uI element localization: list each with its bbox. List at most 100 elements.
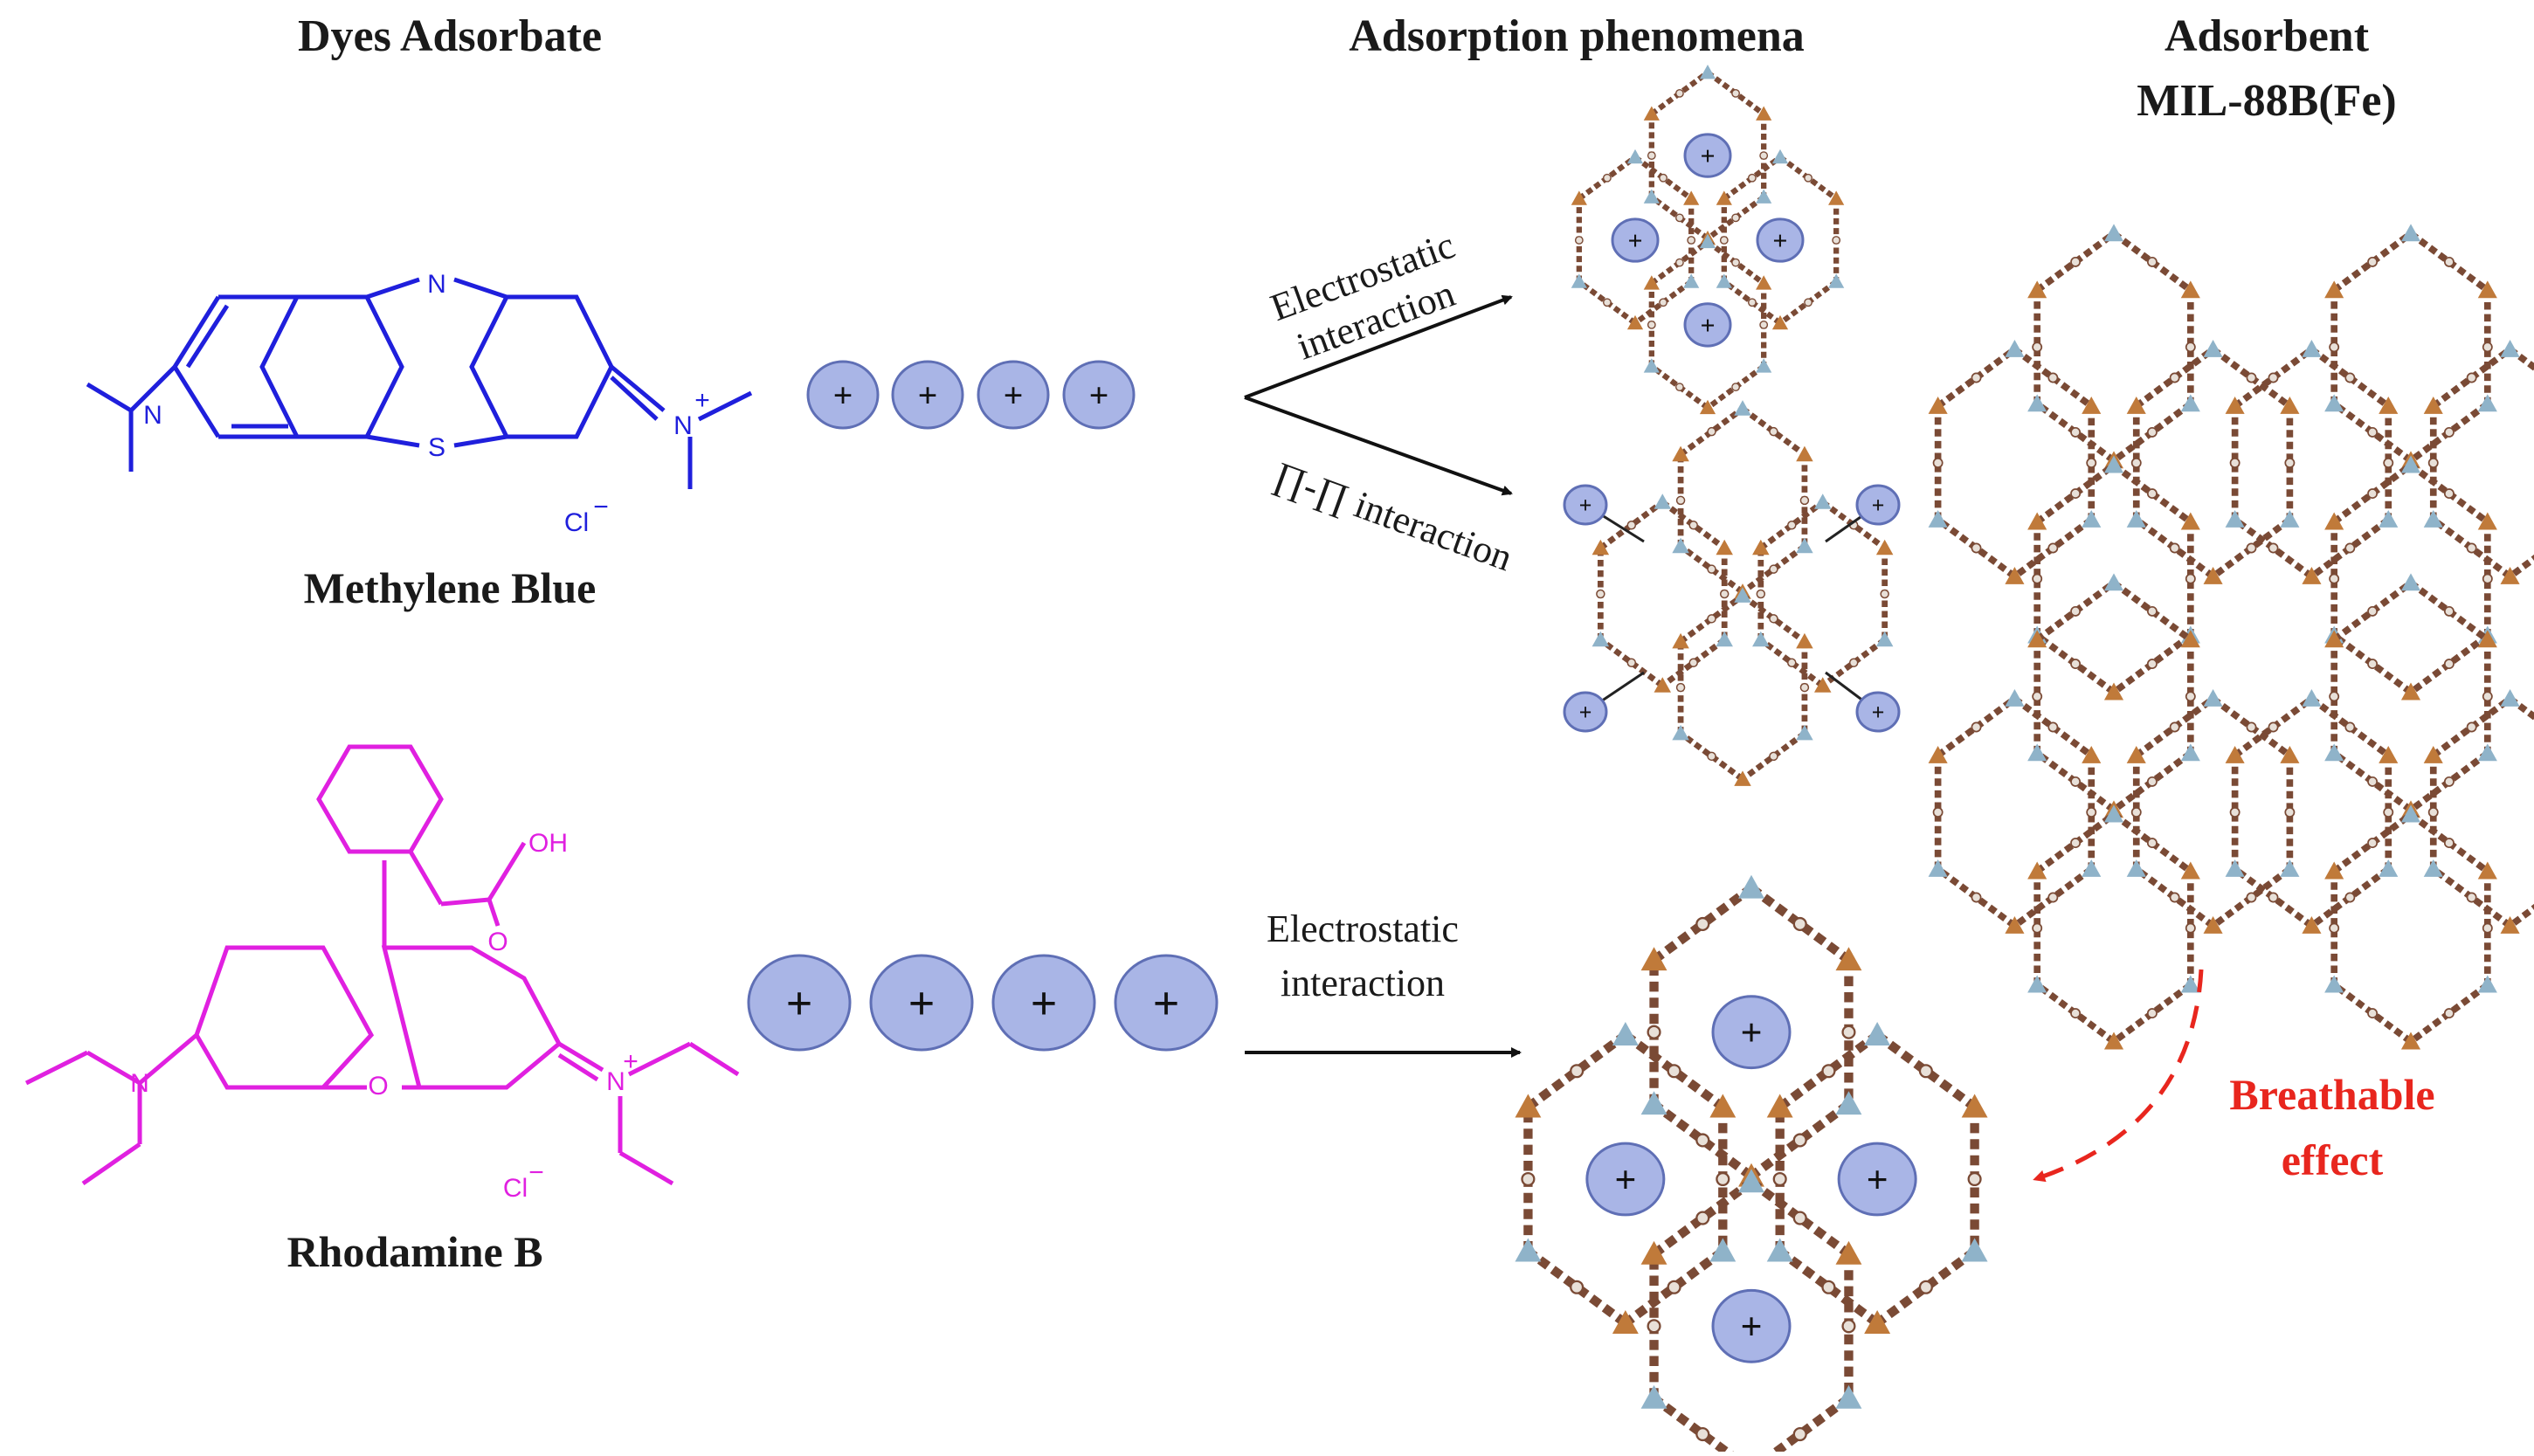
mof-linker-ring [1967, 1171, 1982, 1187]
cation-circle [1683, 302, 1732, 348]
mof-linker-ring [2367, 1008, 2379, 1019]
mof-metal-node [2500, 339, 2520, 357]
cation-circle [1756, 217, 1805, 263]
mof-linker-ring [1832, 236, 1841, 245]
mof-linker-ring [1792, 1427, 1807, 1442]
mof-linker-ring [2229, 807, 2241, 818]
mof-pipi-mb [1592, 400, 1894, 786]
mof-metal-node [1756, 275, 1772, 290]
mof-linker-ring [1695, 1133, 1710, 1148]
cation-plus-sign: + [1700, 142, 1715, 171]
mof-linker-ring [2383, 807, 2394, 818]
rb-counter-minus: − [528, 1158, 544, 1187]
mof-linker-ring [1769, 614, 1778, 624]
mof-linker-ring [1792, 1133, 1807, 1148]
mof-electrostatic-rb-ion-2: + [1585, 1142, 1666, 1217]
mof-linker [1875, 1031, 1978, 1111]
mof-linker-ring [1787, 521, 1797, 530]
mof-linker-ring [2367, 488, 2379, 500]
mof-linker-ring [2329, 691, 2340, 702]
mof-linker [2508, 554, 2534, 580]
mof-linker [1651, 1178, 1755, 1258]
mof-linker [1748, 1101, 1852, 1180]
mof-linker-ring [2344, 542, 2356, 554]
mof-linker-ring [2146, 426, 2158, 438]
mof-metal-node [2324, 975, 2344, 993]
cation-circle [1711, 995, 1792, 1070]
mof-linker [1763, 1394, 1852, 1456]
cation-circle [1611, 217, 1660, 263]
mof-adsorbent-2 [2225, 224, 2534, 700]
mof-linker [1622, 1031, 1726, 1111]
mof-linker [1525, 1031, 1628, 1111]
mof-linker-ring [2130, 807, 2142, 818]
mof-electrostatic-mb-ion-3: + [1756, 217, 1805, 263]
mof-metal-node [2126, 396, 2146, 414]
mof-metal-node [2477, 280, 2497, 299]
mof-linker-ring [2482, 691, 2493, 702]
mof-metal-node [2005, 566, 2025, 584]
mof-linker [1651, 1394, 1740, 1456]
mof-metal-node [1716, 273, 1732, 288]
mof-linker-ring [2047, 892, 2059, 903]
mof-linker-ring [1748, 173, 1757, 183]
mof-metal-node [1612, 1310, 1639, 1334]
mof-linker-ring [2185, 573, 2196, 584]
mof-metal-node [1699, 233, 1716, 249]
mof-metal-node [2500, 915, 2520, 934]
mof-metal-node [1672, 537, 1689, 554]
mof-metal-node [1640, 1091, 1667, 1115]
mof-electrostatic-rb-ion-3: + [1837, 1142, 1917, 1217]
cation-circle [1563, 691, 1608, 733]
mof-metal-node [1756, 106, 1772, 121]
mof-metal-node [2400, 1032, 2421, 1050]
mof-linker-ring [1971, 892, 1982, 903]
mof-linker-ring [2466, 372, 2477, 383]
mof-metal-node [1771, 314, 1789, 330]
mof-metal-node [2126, 745, 2146, 763]
mof-linker-ring [1841, 1319, 1856, 1334]
mof-metal-node [2423, 509, 2443, 528]
cation-circle [991, 954, 1096, 1052]
mof-metal-node [2379, 396, 2399, 414]
mof-metal-node [2005, 915, 2025, 934]
cation-circle [1683, 133, 1732, 178]
mof-linker-ring [2047, 542, 2059, 554]
cation-plus-sign: + [1740, 1306, 1762, 1349]
mof-linker-ring [2268, 721, 2279, 733]
mof-linker-ring [2268, 892, 2279, 903]
mof-linker-ring [1821, 1064, 1836, 1079]
mof-linker-ring [1918, 1280, 1933, 1294]
mof-metal-node [1796, 724, 1813, 741]
cation-circle [869, 954, 974, 1052]
mof-linker [1679, 730, 1745, 782]
mof-metal-node [1640, 1240, 1667, 1265]
mof-metal-node [2082, 396, 2102, 414]
mof-linker-ring [1971, 372, 1982, 383]
mof-metal-node [1813, 677, 1832, 693]
mof-metal-node [1875, 539, 1894, 555]
cation-plus-sign: + [908, 977, 936, 1030]
mof-metal-node [1752, 631, 1770, 647]
mof-linker-ring [1769, 751, 1778, 762]
mof-linker-ring [2185, 691, 2196, 702]
mof-metal-node [2103, 573, 2124, 591]
label-mb-pipi: ∏-∏ interaction [1268, 453, 1518, 579]
mof-linker-ring [1880, 589, 1889, 599]
mof-metal-node [1640, 1384, 1667, 1409]
mof-linker-ring [1688, 521, 1698, 530]
mof-linker-ring [1570, 1280, 1585, 1294]
mof-linker-ring [1647, 320, 1656, 329]
mof-linker-ring [1716, 1171, 1730, 1187]
mof-linker-ring [2427, 807, 2439, 818]
mof-linker-ring [1971, 721, 1982, 733]
rb-atom-n-right: N [606, 1067, 625, 1096]
mof-linker-ring [2329, 922, 2340, 934]
mof-linker-ring [2169, 721, 2180, 733]
mof-linker [1777, 1247, 1881, 1328]
cation-plus-sign: + [833, 376, 853, 415]
mof-metal-node [2180, 394, 2200, 412]
mof-linker-ring [2229, 458, 2241, 468]
mof-linker-ring [2443, 776, 2455, 787]
